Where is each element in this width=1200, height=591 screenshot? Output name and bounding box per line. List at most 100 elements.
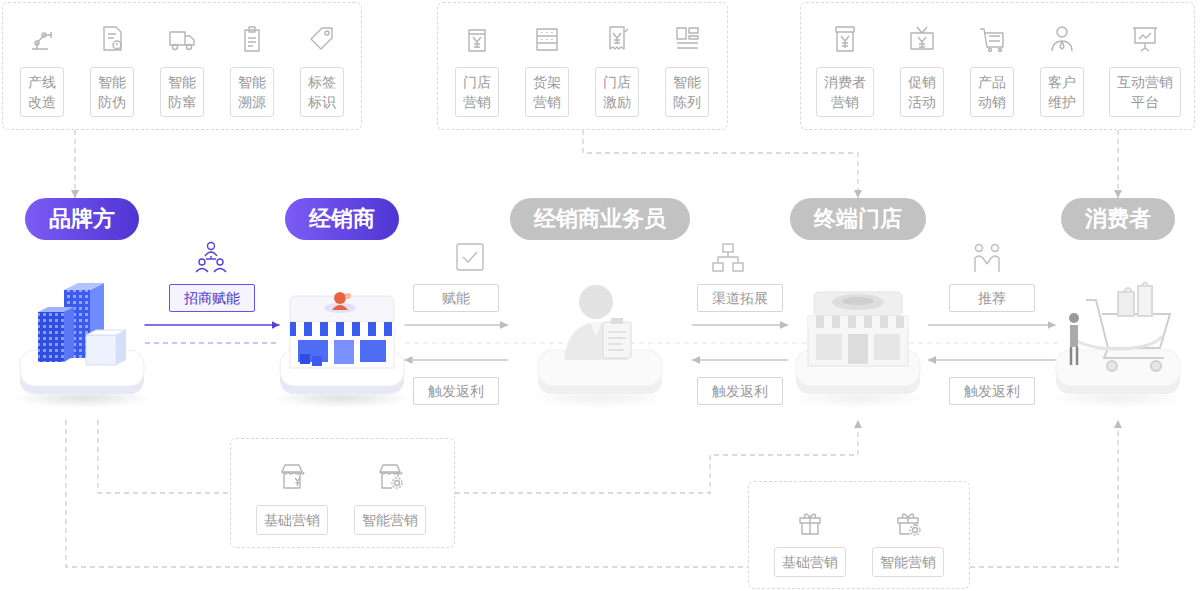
hierarchy-icon — [733, 263, 743, 271]
feature-label: 产线 改造 — [28, 72, 56, 112]
actor-node: 消费者 — [1056, 198, 1181, 420]
item-icons — [898, 514, 920, 535]
connector — [583, 130, 858, 198]
distributor-store — [360, 340, 386, 362]
item-icons — [980, 29, 1003, 47]
actor-node: 终端门店 — [788, 198, 928, 420]
edge-label: 赋能 — [413, 284, 499, 312]
connector — [1117, 130, 1118, 198]
connector — [692, 324, 788, 326]
feature-box: 产线 改造 — [20, 67, 64, 117]
edge-label: 触发返利 — [413, 377, 499, 405]
feature-box: 基础营销 — [774, 547, 846, 577]
item-icons — [380, 465, 402, 488]
terminal-store — [848, 334, 868, 364]
recruit-icon — [206, 256, 216, 259]
item-icons — [32, 32, 52, 49]
item-icons — [898, 514, 918, 534]
item-icons — [116, 43, 117, 48]
connector — [405, 324, 509, 326]
actor-node: 经销商业务员 — [508, 198, 692, 420]
item-icons — [913, 528, 918, 533]
dashed-group: 基础营销智能营销 — [230, 438, 455, 548]
couple-icon — [975, 256, 999, 272]
shopper-figure — [1070, 325, 1078, 347]
terminal-store — [808, 292, 908, 366]
item-icons — [187, 45, 192, 50]
item-icons — [610, 27, 628, 49]
connector — [455, 420, 858, 493]
check-icon — [463, 252, 477, 262]
dashed-group: 门店 营销货架 营销门店 激励智能 陈列 — [437, 2, 728, 130]
feature-label: 智能营销 — [880, 552, 936, 572]
actor-node: 经销商 — [280, 198, 405, 420]
shopping-cart — [1151, 361, 1161, 371]
connector — [145, 324, 280, 326]
item-icons — [911, 27, 933, 49]
terminal-store — [832, 294, 884, 310]
brand-buildings — [86, 335, 116, 365]
item-icons — [469, 30, 485, 51]
feature-box: 智能营销 — [872, 547, 944, 577]
terminal-store — [816, 334, 842, 360]
distributor-store — [324, 303, 356, 313]
feature-label: 货架 营销 — [533, 72, 561, 112]
item-icons — [282, 465, 920, 535]
item-icons — [295, 478, 300, 486]
connector — [74, 130, 75, 198]
recruit-icon — [208, 243, 215, 250]
hierarchy-icon — [723, 244, 733, 252]
salesperson-figure — [564, 285, 631, 360]
item-icons — [245, 27, 259, 51]
feature-box: 智能 防伪 — [90, 67, 134, 117]
feature-box: 基础营销 — [256, 505, 328, 535]
edge-label: 招商赋能 — [169, 284, 255, 312]
feature-label: 促销 活动 — [908, 72, 936, 112]
distributor-store — [300, 354, 310, 364]
shopper-figure — [1069, 313, 1079, 365]
item-icons — [1057, 27, 1067, 37]
item-icons — [999, 49, 1002, 52]
brand-buildings — [86, 330, 126, 335]
item-icons — [42, 33, 46, 37]
distributor-store — [345, 293, 351, 299]
feature-label: 智能 陈列 — [673, 72, 701, 112]
item-icons — [173, 45, 178, 50]
edge-label: 渠道拓展 — [697, 284, 783, 312]
actor-pill: 经销商业务员 — [510, 198, 690, 240]
salesperson-figure — [590, 322, 602, 336]
brand-buildings — [38, 307, 74, 312]
feature-box: 产品 动销 — [970, 67, 1014, 117]
item-icons — [392, 478, 402, 488]
item-icons — [245, 27, 259, 51]
distributor-store — [290, 292, 394, 368]
item-icons — [35, 41, 39, 45]
salesperson-figure — [603, 322, 631, 358]
actor-node: 品牌方 — [20, 198, 145, 420]
recruit-icon — [199, 259, 205, 265]
edge-label: 触发返利 — [949, 377, 1035, 405]
item-icons — [1052, 27, 1072, 51]
feature-label: 互动营销 平台 — [1117, 72, 1173, 112]
item-icons — [677, 28, 698, 48]
couple-icon — [975, 245, 999, 273]
recruit-icon — [205, 252, 217, 256]
feature-label: 智能 防窜 — [168, 72, 196, 112]
axis-line — [145, 342, 280, 343]
feature-box: 消费者 营销 — [816, 67, 874, 117]
dashed-group: 基础营销 智能营销 — [748, 481, 970, 589]
edge-label: 推荐 — [949, 284, 1035, 312]
item-icons — [1052, 41, 1072, 51]
item-icons — [610, 27, 628, 49]
recruit-icon — [214, 269, 226, 273]
connector — [928, 359, 1056, 361]
connector — [98, 420, 230, 493]
recruit-icon — [196, 269, 208, 273]
hierarchy-icon — [718, 252, 738, 263]
shopping-cart — [1071, 283, 1170, 372]
brand-buildings — [38, 312, 64, 362]
feature-label: 智能 防伪 — [98, 72, 126, 112]
brand-buildings — [38, 283, 126, 365]
item-icons — [910, 525, 920, 535]
feature-box: 客户 维护 — [1040, 67, 1084, 117]
